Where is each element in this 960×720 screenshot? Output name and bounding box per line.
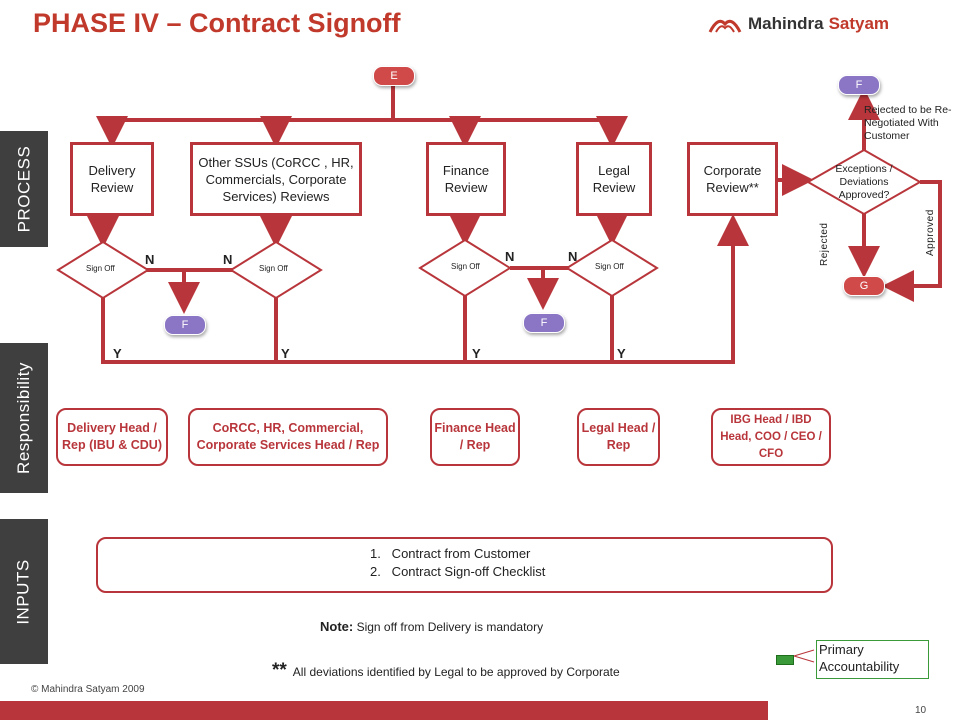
deviation-note: ** All deviations identified by Legal to … — [272, 660, 620, 682]
responsibility-corcc-label: CoRCC, HR, Commercial, Corporate Service… — [196, 421, 380, 452]
delivery-review-box: Delivery Review — [70, 142, 154, 216]
responsibility-delivery-label: Delivery Head / Rep (IBU & CDU) — [62, 421, 162, 452]
legal-review-label: Legal Review — [592, 163, 636, 195]
responsibility-legal: Legal Head / Rep — [577, 408, 660, 466]
finance-review-label: Finance Review — [442, 163, 490, 195]
signoff-diamond-legal — [565, 238, 659, 298]
sidebar-process: PROCESS — [0, 131, 48, 247]
signoff-diamond-ssus — [229, 240, 323, 300]
page-title: PHASE IV – Contract Signoff — [33, 8, 401, 38]
rejected-label: Rejected — [819, 222, 830, 266]
inputs-box — [96, 537, 833, 593]
responsibility-corporate: IBG Head / IBD Head, COO / CEO / CFO — [711, 408, 831, 466]
no-label-4: N — [568, 249, 578, 264]
yes-label-3: Y — [472, 346, 481, 361]
sidebar-inputs: INPUTS — [0, 519, 48, 664]
no-label-2: N — [223, 252, 233, 267]
no-label-3: N — [505, 249, 515, 264]
signoff-label-ssus: Sign Off — [259, 264, 288, 273]
yes-label-1: Y — [113, 346, 122, 361]
legend-green-marker — [776, 655, 794, 665]
approved-label: Approved — [925, 209, 936, 256]
inputs-list: 1. Contract from Customer 2. Contract Si… — [370, 545, 545, 581]
responsibility-legal-label: Legal Head / Rep — [581, 421, 656, 452]
connector-e-badge: E — [373, 66, 415, 86]
connector-g-badge: G — [843, 276, 885, 296]
responsibility-corporate-label: IBG Head / IBD Head, COO / CEO / CFO — [720, 413, 822, 460]
delivery-note: Note: Sign off from Delivery is mandator… — [320, 619, 543, 634]
exceptions-diamond — [805, 148, 923, 216]
delivery-review-label: Delivery Review — [88, 163, 136, 195]
connector-f-badge-1: F — [164, 315, 206, 335]
responsibility-delivery: Delivery Head / Rep (IBU & CDU) — [56, 408, 168, 466]
deviation-marker: ** — [272, 660, 287, 681]
note-label: Note: — [320, 619, 354, 634]
signoff-label-delivery: Sign Off — [86, 264, 115, 273]
input-item-2: 2. Contract Sign-off Checklist — [370, 564, 546, 579]
logo-text-satyam: Satyam — [828, 14, 890, 33]
legal-review-box: Legal Review — [576, 142, 652, 216]
responsibility-finance: Finance Head / Rep — [430, 408, 520, 466]
company-logo: Mahindra Satyam — [708, 14, 889, 34]
footer-bar — [0, 701, 768, 720]
signoff-label-legal: Sign Off — [595, 262, 624, 271]
signoff-diamond-finance — [418, 238, 512, 298]
connector-f-badge-2: F — [523, 313, 565, 333]
other-ssus-review-label: Other SSUs (CoRCC , HR, Commercials, Cor… — [198, 154, 354, 204]
responsibility-corcc: CoRCC, HR, Commercial, Corporate Service… — [188, 408, 388, 466]
other-ssus-review-box: Other SSUs (CoRCC , HR, Commercials, Cor… — [190, 142, 362, 216]
signoff-diamond-delivery — [56, 240, 150, 300]
logo-emblem-icon — [708, 19, 742, 33]
yes-label-2: Y — [281, 346, 290, 361]
corporate-review-label: Corporate Review** — [703, 163, 762, 195]
sidebar-responsibility: Responsibility — [0, 343, 48, 493]
corporate-review-box: Corporate Review** — [687, 142, 778, 216]
exceptions-label: Exceptions / Deviations Approved? — [835, 163, 893, 201]
copyright: © Mahindra Satyam 2009 — [31, 684, 145, 695]
signoff-label-finance: Sign Off — [451, 262, 480, 271]
page-number: 10 — [915, 705, 927, 716]
rejected-renegotiate-label: Rejected to be Re-Negotiated With Custom… — [864, 104, 952, 142]
note-text: Sign off from Delivery is mandatory — [356, 620, 544, 634]
connector-f-badge-3: F — [838, 75, 880, 95]
legend-arrow-icon — [793, 649, 815, 663]
input-item-1: 1. Contract from Customer — [370, 546, 531, 561]
finance-review-box: Finance Review — [426, 142, 506, 216]
deviation-text: All deviations identified by Legal to be… — [292, 665, 620, 679]
no-label-1: N — [145, 252, 155, 267]
logo-text-mahindra: Mahindra — [748, 14, 824, 33]
legend-primary-accountability: Primary Accountability — [816, 640, 929, 679]
yes-label-4: Y — [617, 346, 626, 361]
responsibility-finance-label: Finance Head / Rep — [434, 421, 516, 452]
